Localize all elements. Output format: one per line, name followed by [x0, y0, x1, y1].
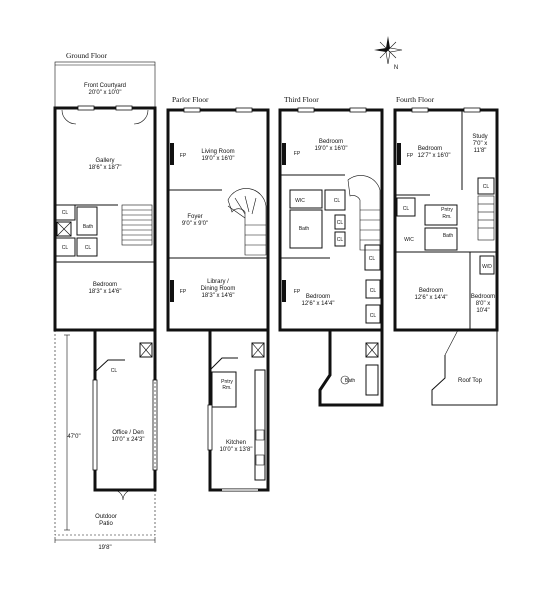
front-courtyard-size: 20'0" x 10'0": [89, 90, 122, 96]
ground-closet-3-label: CL: [85, 245, 92, 251]
library-size: 18'3" x 14'6": [202, 293, 235, 299]
ground-floor-title: Ground Floor: [66, 51, 108, 60]
parlor-fireplace-1-label: FP: [180, 153, 187, 159]
front-courtyard-label: Front Courtyard: [84, 83, 126, 89]
third-closet-1-label: CL: [334, 198, 341, 204]
third-bedroom-1-label: Bedroom: [319, 139, 343, 145]
compass-north-label: N: [394, 65, 398, 71]
washer-dryer-label: W/D: [482, 264, 492, 270]
ground-bedroom-size: 18'3" x 14'6": [89, 289, 122, 295]
ground-closet-4-label: CL: [111, 368, 118, 374]
parlor-pantry-label-1: Pntry: [221, 379, 233, 385]
fourth-bedroom-1-size: 12'7" x 16'0": [418, 153, 451, 159]
ground-closet-1-label: CL: [62, 210, 69, 216]
foyer-size: 9'0" x 9'0": [182, 221, 208, 227]
fourth-pantry-label-2: Rm.: [442, 214, 451, 220]
fourth-pantry-label-1: Pntry: [441, 207, 453, 213]
fourth-bath-label: Bath: [443, 233, 454, 239]
fourth-wic-label: WIC: [404, 237, 414, 243]
kitchen-size: 10'0" x 13'8": [220, 447, 253, 453]
third-closet-2-label: CL: [337, 220, 344, 226]
fourth-bedroom-1-label: Bedroom: [418, 146, 442, 152]
third-closet-6-label: CL: [370, 313, 377, 319]
third-floor-plan: [278, 107, 384, 407]
office-size: 10'0" x 24'3": [112, 437, 145, 443]
gallery-label: Gallery: [95, 158, 114, 164]
third-bath-label: Bath: [299, 226, 310, 232]
parlor-floor-plan: [166, 107, 270, 492]
study-size-1: 7'0" x: [473, 141, 488, 147]
living-room-size: 19'0" x 16'0": [202, 156, 235, 162]
patio-label-2: Patio: [99, 521, 113, 527]
parlor-floor-title: Parlor Floor: [172, 95, 209, 104]
ground-bath-label: Bath: [83, 224, 94, 230]
parlor-fireplace-2-label: FP: [180, 289, 187, 295]
fourth-closet-1-label: CL: [403, 206, 410, 212]
vertical-dimension-label: 47'0": [67, 434, 80, 440]
fourth-floor-plan: [393, 107, 499, 406]
patio-label-1: Outdoor: [95, 514, 117, 520]
ground-bedroom-label: Bedroom: [93, 282, 117, 288]
compass-rose-icon: [374, 36, 403, 65]
study-size-2: 11'8": [474, 148, 487, 154]
third-closet-3-label: CL: [337, 237, 344, 243]
third-closet-4-label: CL: [369, 256, 376, 262]
third-bedroom-2-label: Bedroom: [306, 294, 330, 300]
third-floor-title: Third Floor: [284, 95, 319, 104]
living-room-label: Living Room: [201, 149, 234, 155]
fourth-bedroom-2-label: Bedroom: [419, 288, 443, 294]
office-label: Office / Den: [112, 430, 144, 436]
kitchen-label: Kitchen: [226, 440, 246, 446]
third-fireplace-1-label: FP: [294, 151, 301, 157]
parlor-pantry-label-2: Rm.: [222, 385, 231, 391]
foyer-label: Foyer: [187, 214, 202, 220]
third-closet-5-label: CL: [370, 288, 377, 294]
horizontal-dimension-label: 19'8": [98, 545, 111, 551]
third-wic-label: WIC: [295, 198, 305, 204]
library-label-1: Library /: [207, 279, 229, 285]
fourth-bedroom-3-size-2: 10'4": [476, 308, 489, 314]
fourth-floor-title: Fourth Floor: [396, 95, 435, 104]
study-label: Study: [472, 134, 487, 140]
ground-closet-2-label: CL: [62, 245, 69, 251]
library-label-2: Dining Room: [201, 286, 236, 292]
third-fireplace-2-label: FP: [294, 289, 301, 295]
fourth-closet-2-label: CL: [483, 184, 490, 190]
third-bedroom-1-size: 19'0" x 16'0": [315, 146, 348, 152]
third-bath-2-label: Bath: [345, 378, 356, 384]
gallery-size: 18'6" x 18'7": [89, 165, 122, 171]
roof-top-label: Roof Top: [458, 378, 483, 384]
fourth-bedroom-3-label: Bedroom: [471, 294, 495, 300]
fourth-bedroom-3-size-1: 8'0" x: [476, 301, 491, 307]
third-bedroom-2-size: 12'6" x 14'4": [302, 301, 335, 307]
ground-floor-plan: [53, 61, 158, 543]
fourth-fireplace-label: FP: [407, 153, 414, 159]
fourth-bedroom-2-size: 12'6" x 14'4": [415, 295, 448, 301]
